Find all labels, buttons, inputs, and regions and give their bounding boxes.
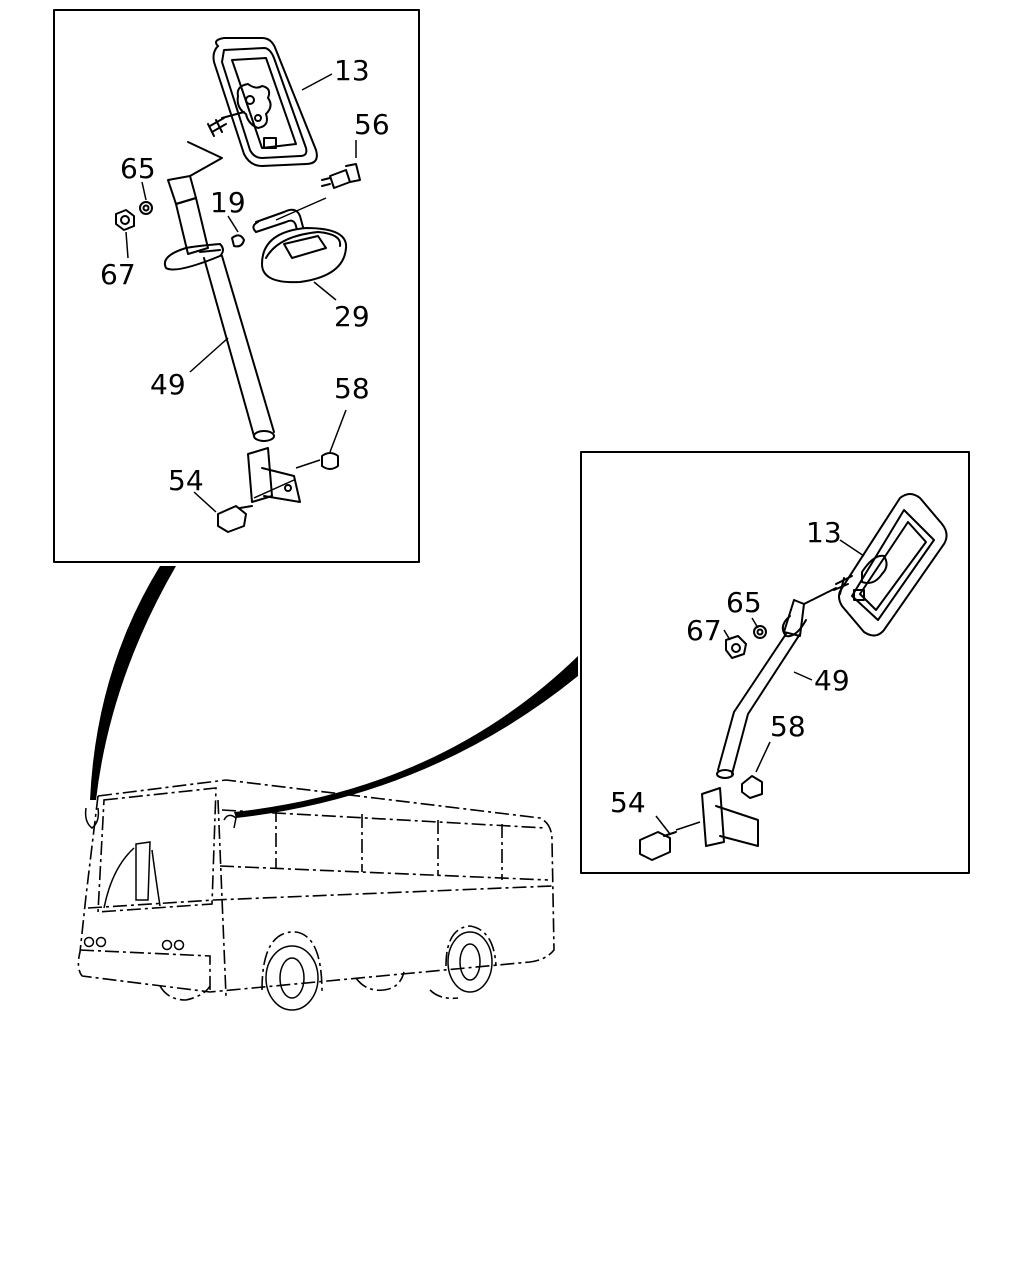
- callout-49-right: 49: [814, 664, 850, 697]
- bus-wheels: [159, 925, 497, 1011]
- callout-13-left: 13: [334, 54, 370, 87]
- callout-67-left: 67: [100, 258, 136, 291]
- callout-49-left: 49: [150, 368, 186, 401]
- mirror-head-left: [207, 37, 318, 168]
- callout-58-left: 58: [334, 372, 370, 405]
- leaders-right: [655, 539, 865, 835]
- bus-details: [83, 807, 237, 951]
- callout-65-right: 65: [726, 586, 762, 619]
- callout-54-left: 54: [168, 464, 204, 497]
- callout-labels-left: 13 56 65 19 67 29 49 58 54: [100, 54, 390, 497]
- callout-65-left: 65: [120, 152, 156, 185]
- mirror-head-right: [833, 493, 948, 637]
- callout-67-right: 67: [686, 614, 722, 647]
- fasteners-right: [639, 625, 767, 861]
- spot-mirror-left: [252, 208, 348, 284]
- callout-56-left: 56: [354, 108, 390, 141]
- callout-labels-right: 13 65 67 49 58 54: [610, 516, 850, 819]
- mirror-stay-left: [164, 141, 275, 442]
- right-detail-frame: [580, 451, 970, 874]
- left-detail-frame: [53, 9, 420, 563]
- leaders-left: [125, 73, 357, 513]
- callout-54-right: 54: [610, 786, 646, 819]
- callout-58-right: 58: [770, 710, 806, 743]
- bus-outline: [77, 779, 555, 997]
- connector-left: [90, 566, 176, 800]
- connector-right: [234, 656, 578, 818]
- fasteners-left: [115, 163, 361, 533]
- mirror-stay-right: [716, 587, 837, 779]
- callout-13-right: 13: [806, 516, 842, 549]
- callout-19-left: 19: [210, 186, 246, 219]
- callout-29-left: 29: [334, 300, 370, 333]
